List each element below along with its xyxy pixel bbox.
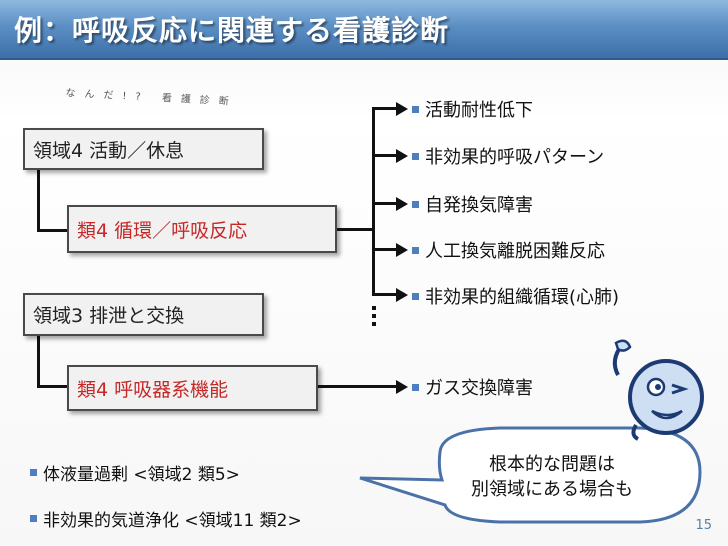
diagnosis-label: 自発換気障害	[425, 191, 533, 217]
diagnosis-label: 人工換気離脱困難反応	[425, 237, 605, 263]
cartoon-character-icon	[600, 335, 710, 445]
bullet-icon	[412, 384, 419, 391]
arrow-line-4	[372, 248, 398, 251]
arrow-line-2	[372, 154, 398, 157]
bottom-item-label: 体液量過剰 <領域2 類5>	[43, 460, 240, 485]
bullet-icon	[412, 153, 419, 160]
arrow-line-6	[318, 385, 398, 388]
arrow-line-5	[372, 293, 398, 296]
arrowhead-1	[396, 102, 408, 116]
bottom-list-item: 体液量過剰 <領域2 類5>	[30, 460, 240, 485]
bullet-icon	[30, 469, 37, 476]
connector-d3-horizontal	[37, 385, 67, 388]
bullet-icon	[412, 106, 419, 113]
domain3-box: 領域3 排泄と交換	[23, 293, 264, 336]
ellipsis-dot-1	[372, 306, 376, 310]
diagnosis-item: ガス交換障害	[412, 374, 533, 400]
diagnosis-item: 非効果的組織循環(心肺)	[412, 283, 619, 309]
ellipsis-dot-2	[372, 314, 376, 318]
domain4-box: 領域4 活動／休息	[23, 128, 264, 170]
ellipsis-dot-3	[372, 322, 376, 326]
diagnosis-label: ガス交換障害	[425, 374, 533, 400]
connector-d4-horizontal	[37, 229, 67, 232]
title-bar: 例：呼吸反応に関連する看護診断	[0, 0, 728, 60]
bullet-icon	[412, 293, 419, 300]
subtitle: なんだ!? 看護診断	[65, 84, 238, 108]
arrowhead-3	[396, 197, 408, 211]
arrow-line-3	[372, 202, 398, 205]
diagnosis-item: 自発換気障害	[412, 191, 533, 217]
bullet-icon	[30, 515, 37, 522]
page-number: 15	[672, 518, 712, 533]
bubble-line-2: 別領域にある場合も	[440, 477, 664, 502]
diagnosis-item: 非効果的呼吸パターン	[412, 143, 604, 169]
diagnosis-item: 活動耐性低下	[412, 96, 533, 122]
connector-d4-vertical	[37, 170, 40, 232]
arrow-line-1	[372, 107, 398, 110]
bracket-horizontal	[337, 228, 374, 231]
bubble-line-1: 根本的な問題は	[440, 452, 664, 477]
connector-d3-vertical	[37, 336, 40, 388]
diagnosis-label: 活動耐性低下	[425, 96, 533, 122]
diagnosis-label: 非効果的組織循環(心肺)	[425, 283, 619, 309]
arrowhead-4	[396, 243, 408, 257]
arrowhead-5	[396, 288, 408, 302]
arrowhead-6	[396, 380, 408, 394]
diagnosis-item: 人工換気離脱困難反応	[412, 237, 605, 263]
class4-respiratory-box: 類4 呼吸器系機能	[67, 365, 318, 411]
speech-bubble-text: 根本的な問題は 別領域にある場合も	[440, 452, 664, 502]
bullet-icon	[412, 247, 419, 254]
diagnosis-label: 非効果的呼吸パターン	[425, 143, 604, 169]
class4-circulation-box: 類4 循環／呼吸反応	[67, 205, 337, 253]
bullet-icon	[412, 201, 419, 208]
arrowhead-2	[396, 149, 408, 163]
bottom-item-label: 非効果的気道浄化 <領域11 類2>	[43, 506, 302, 531]
slide-title: 例：呼吸反応に関連する看護診断	[14, 9, 449, 49]
bottom-list-item: 非効果的気道浄化 <領域11 類2>	[30, 506, 302, 531]
